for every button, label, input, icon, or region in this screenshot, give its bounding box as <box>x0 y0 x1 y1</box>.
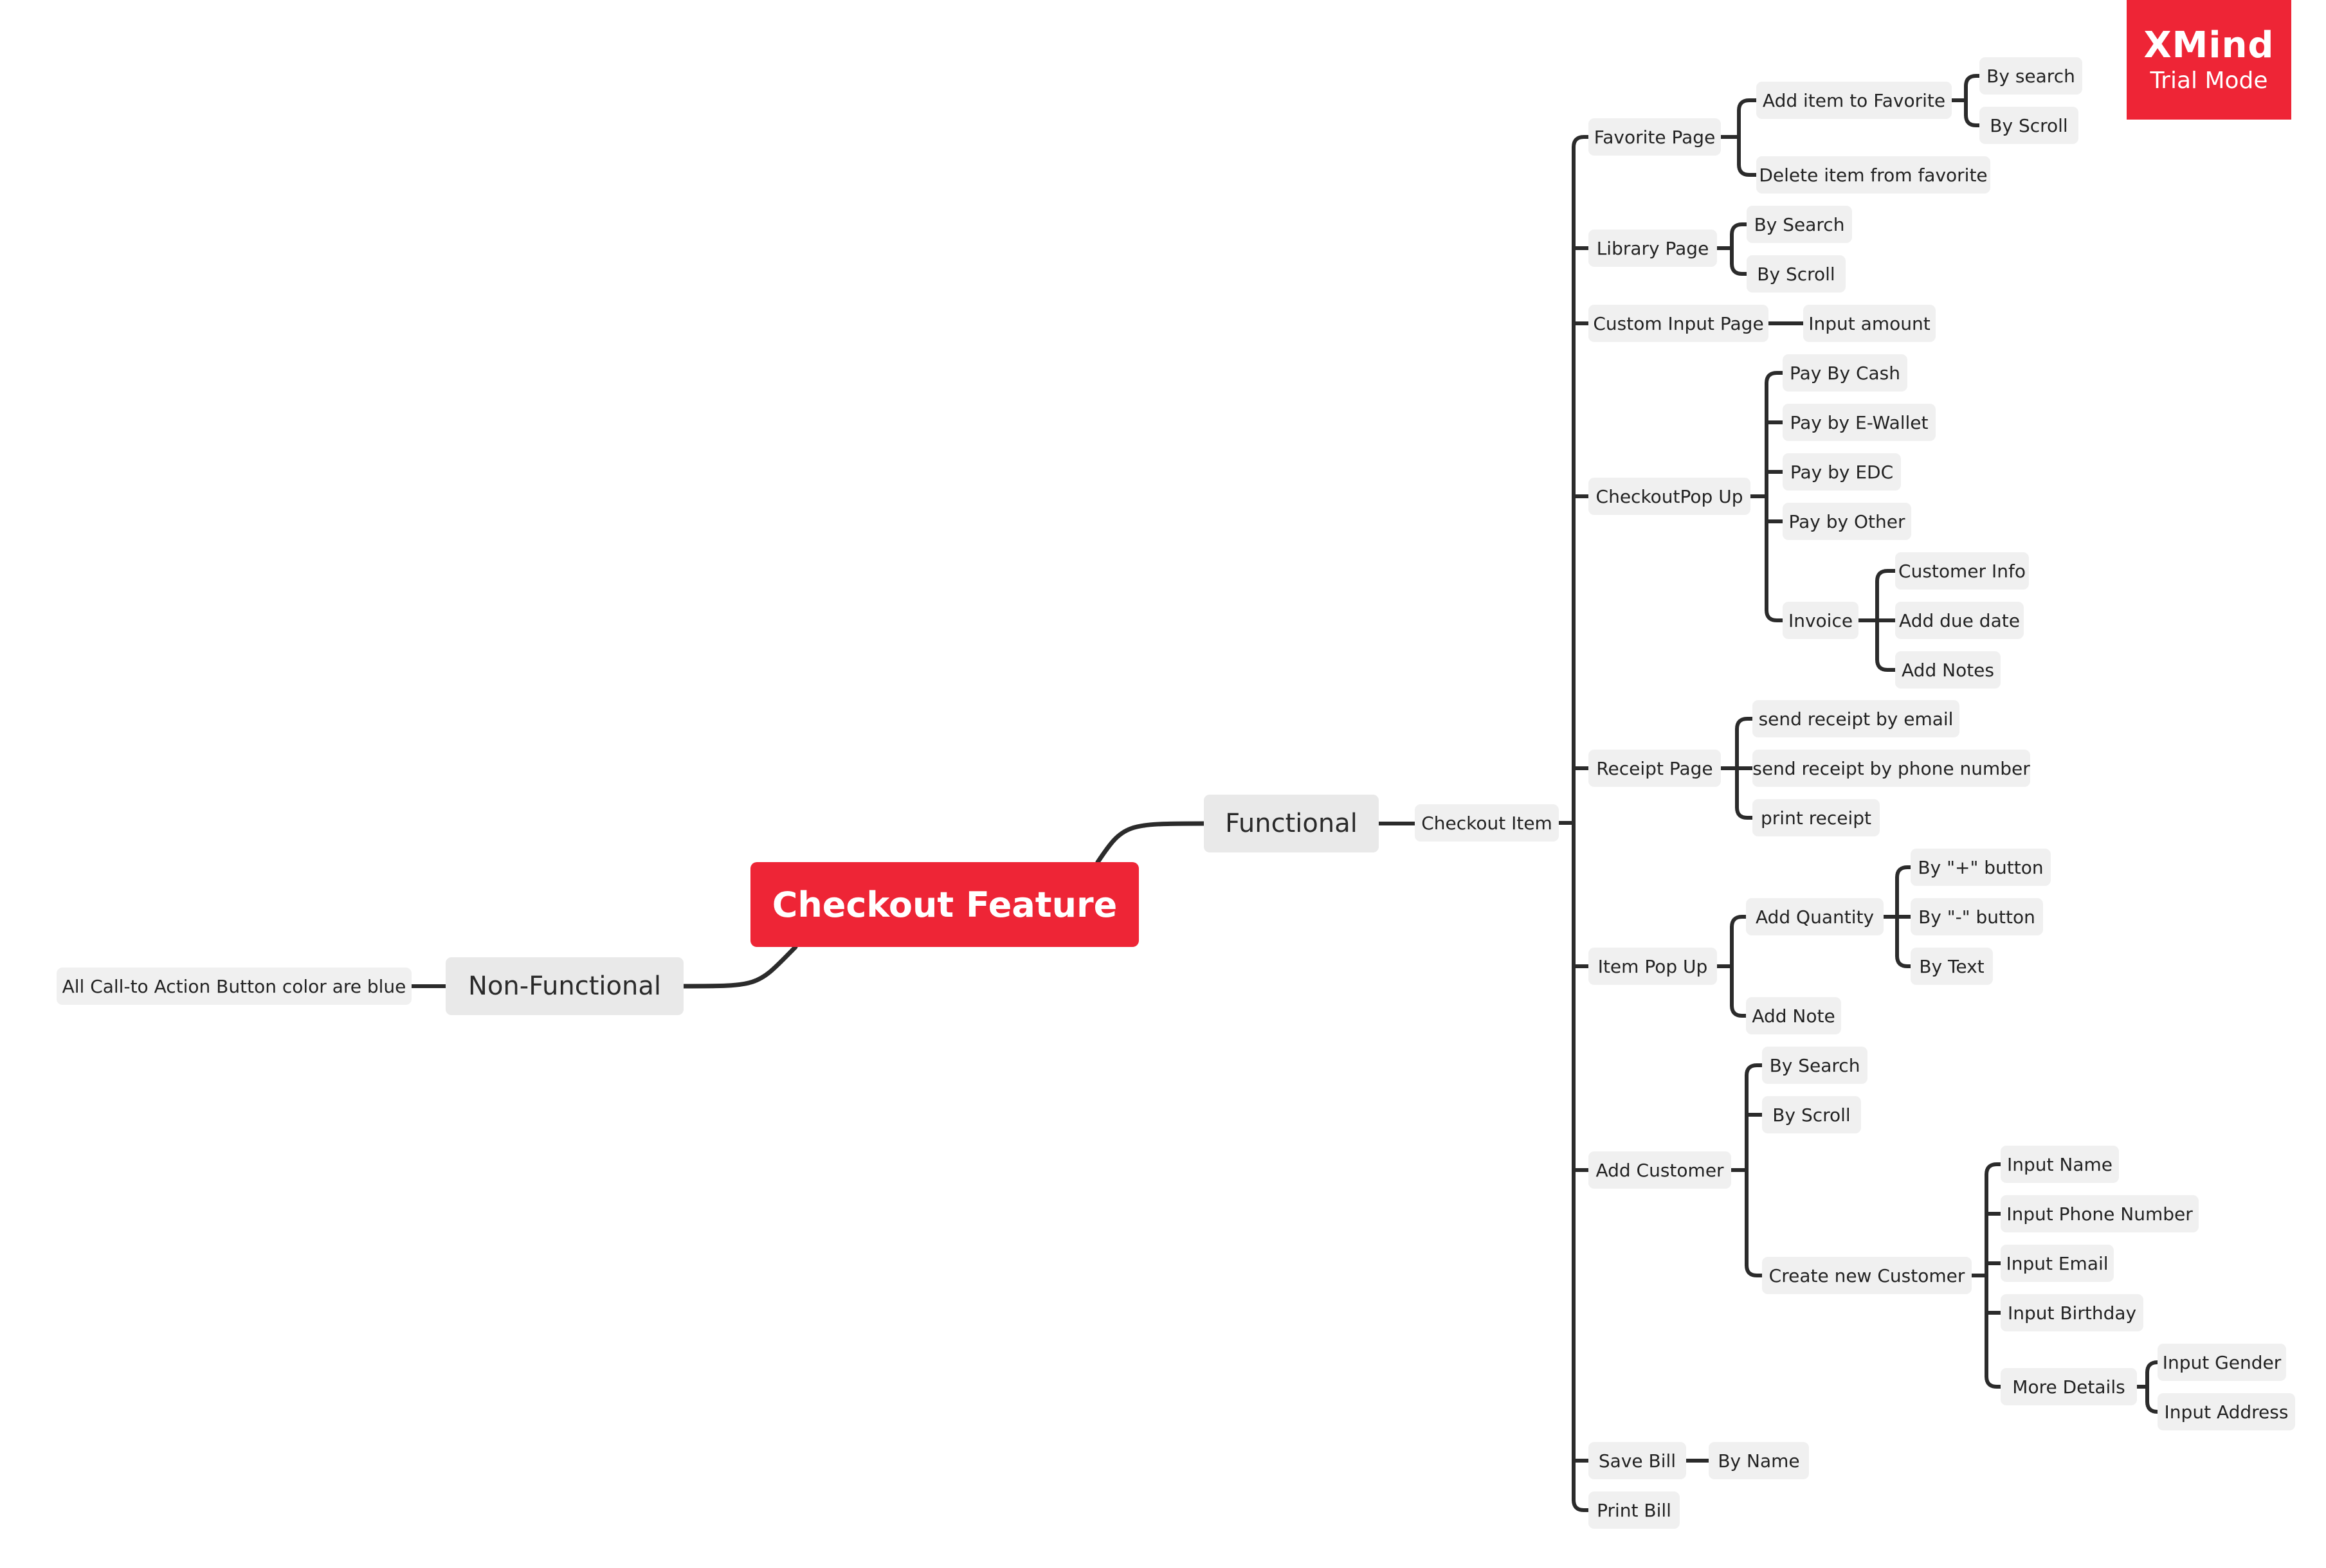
topic-save-bill[interactable]: Save Bill <box>1588 1442 1686 1479</box>
topic-add-quantity[interactable]: Add Quantity <box>1746 898 1884 935</box>
topic-add-due-date[interactable]: Add due date <box>1895 602 2024 639</box>
topic-input-phone[interactable]: Input Phone Number <box>2001 1195 2199 1232</box>
connector-to-pay-by-cash <box>1765 371 1785 385</box>
connector-to-favorite-page <box>1572 135 1590 149</box>
topic-invoice[interactable]: Invoice <box>1783 602 1858 639</box>
topic-favorite-page[interactable]: Favorite Page <box>1588 118 1721 156</box>
connector-to-invoice <box>1765 608 1785 622</box>
topic-pay-by-other[interactable]: Pay by Other <box>1783 503 1911 540</box>
connector-to-cust-by-search <box>1745 1063 1764 1077</box>
topic-fav-by-search[interactable]: By search <box>1979 57 2082 95</box>
topic-non-functional[interactable]: Non-Functional <box>446 957 684 1015</box>
connector-to-receipt-email <box>1735 717 1754 731</box>
topic-by-minus-button[interactable]: By "-" button <box>1911 898 2043 935</box>
topic-more-details[interactable]: More Details <box>2001 1368 2137 1405</box>
topic-custom-input-page[interactable]: Custom Input Page <box>1588 305 1768 342</box>
topic-functional[interactable]: Functional <box>1204 795 1379 852</box>
topic-cust-by-search[interactable]: By Search <box>1762 1047 1867 1084</box>
topic-by-text[interactable]: By Text <box>1911 948 1993 985</box>
topic-input-gender[interactable]: Input Gender <box>2158 1344 2286 1381</box>
topic-cta-blue[interactable]: All Call-to Action Button color are blue <box>57 968 412 1005</box>
connector-to-functional <box>1095 821 1206 865</box>
connector-to-add-notes <box>1875 658 1897 672</box>
topic-add-note[interactable]: Add Note <box>1746 997 1841 1034</box>
topic-delete-item-from-favorite[interactable]: Delete item from favorite <box>1756 156 1990 194</box>
topic-lib-by-scroll[interactable]: By Scroll <box>1747 255 1846 293</box>
topic-lib-by-search[interactable]: By Search <box>1747 206 1852 243</box>
topic-by-plus-button[interactable]: By "+" button <box>1911 849 2051 886</box>
topic-checkout-item[interactable]: Checkout Item <box>1415 804 1559 842</box>
topic-create-new-customer[interactable]: Create new Customer <box>1762 1257 1972 1294</box>
topic-add-item-to-favorite[interactable]: Add item to Favorite <box>1756 82 1952 119</box>
topic-add-customer[interactable]: Add Customer <box>1588 1151 1731 1189</box>
topic-customer-info[interactable]: Customer Info <box>1895 552 2029 590</box>
connector-to-print-receipt <box>1735 806 1754 820</box>
topic-input-address[interactable]: Input Address <box>2158 1393 2295 1430</box>
topic-input-amount[interactable]: Input amount <box>1803 305 1936 342</box>
connector-to-input-gender <box>2145 1360 2159 1374</box>
connector-to-non-functional <box>681 944 798 989</box>
watermark-mode: Trial Mode <box>2150 68 2268 94</box>
topic-save-by-name[interactable]: By Name <box>1709 1442 1809 1479</box>
topic-input-name[interactable]: Input Name <box>2001 1146 2119 1183</box>
topic-input-email[interactable]: Input Email <box>2001 1245 2114 1282</box>
topic-pay-by-edc[interactable]: Pay by EDC <box>1783 453 1901 491</box>
connector-to-fav-by-scroll <box>1964 113 1981 127</box>
topic-receipt-page[interactable]: Receipt Page <box>1588 750 1721 787</box>
connector-to-add-note <box>1730 1004 1748 1018</box>
connector-to-fav-by-search <box>1964 74 1981 88</box>
topic-fav-by-scroll[interactable]: By Scroll <box>1979 107 2078 144</box>
watermark-brand: XMind <box>2143 24 2275 66</box>
topic-pay-by-cash[interactable]: Pay By Cash <box>1783 354 1907 392</box>
connector-to-input-name <box>1985 1162 2003 1176</box>
connector-to-delete-item-from-favorite <box>1737 163 1758 177</box>
xmind-watermark: XMind Trial Mode <box>2127 0 2291 120</box>
connector-to-by-plus-button <box>1895 865 1913 879</box>
connector-to-more-details <box>1985 1374 2003 1389</box>
topic-receipt-phone[interactable]: send receipt by phone number <box>1752 750 2030 787</box>
topic-print-receipt[interactable]: print receipt <box>1752 799 1880 836</box>
topic-receipt-email[interactable]: send receipt by email <box>1752 700 1959 737</box>
connector-to-by-text <box>1895 954 1913 968</box>
connector-to-create-new-customer <box>1745 1263 1764 1277</box>
connector-to-input-address <box>2145 1400 2159 1414</box>
topic-library-page[interactable]: Library Page <box>1588 230 1717 267</box>
connector-to-customer-info <box>1875 569 1897 583</box>
topic-cust-by-scroll[interactable]: By Scroll <box>1762 1096 1861 1133</box>
topic-item-popup[interactable]: Item Pop Up <box>1588 948 1717 985</box>
topic-checkout-popup[interactable]: CheckoutPop Up <box>1588 478 1750 515</box>
connector-to-add-quantity <box>1730 915 1748 929</box>
connector-to-add-item-to-favorite <box>1737 98 1758 113</box>
topic-add-notes[interactable]: Add Notes <box>1895 651 2001 689</box>
topic-root[interactable]: Checkout Feature <box>750 862 1139 947</box>
connector-to-lib-by-search <box>1730 222 1749 237</box>
topic-pay-by-ewallet[interactable]: Pay by E-Wallet <box>1783 404 1936 441</box>
topic-input-birthday[interactable]: Input Birthday <box>2001 1294 2143 1331</box>
connector-to-lib-by-scroll <box>1730 262 1749 276</box>
topic-print-bill[interactable]: Print Bill <box>1588 1491 1680 1529</box>
connector-to-print-bill <box>1572 1498 1590 1512</box>
